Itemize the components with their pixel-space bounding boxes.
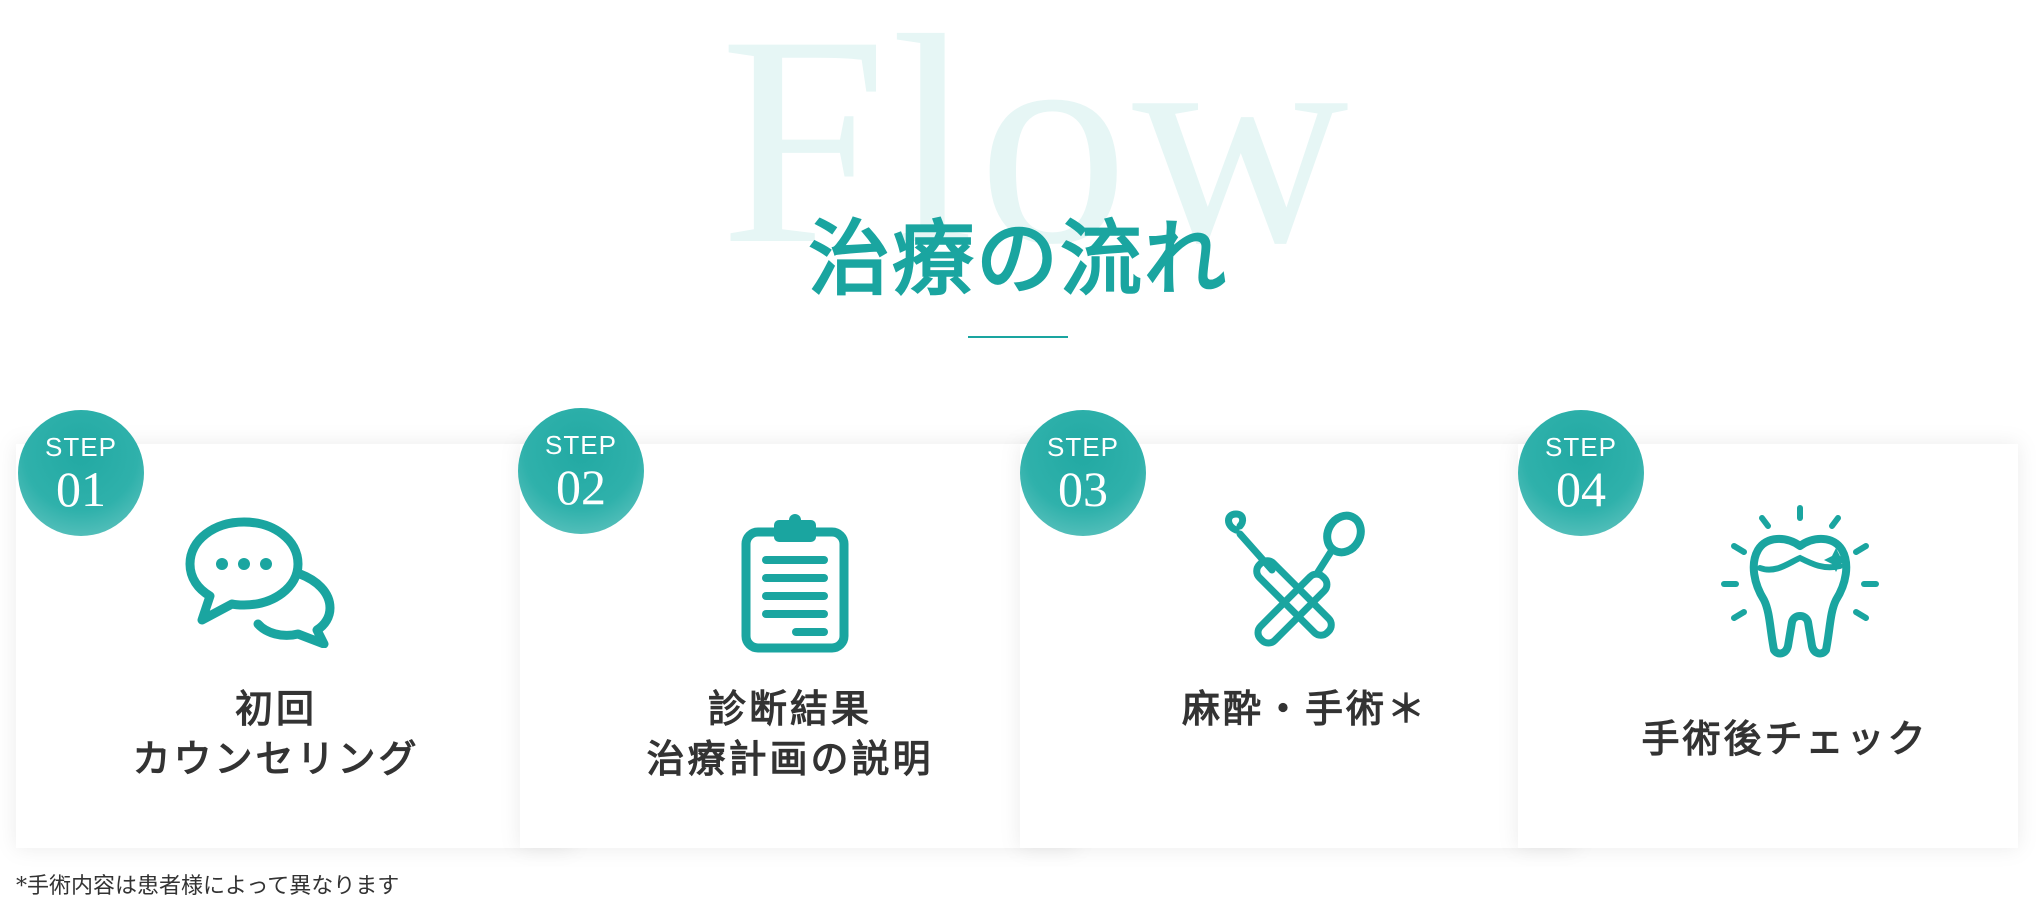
step-badge-3: STEP 03 bbox=[1020, 410, 1146, 536]
step-label-4: 手術後チェック bbox=[1560, 714, 2010, 764]
step-label-3: 麻酔・手術＊ bbox=[1040, 684, 1570, 734]
step-badge-number: 04 bbox=[1556, 461, 1606, 517]
step-badge-label: STEP bbox=[545, 430, 617, 460]
step-badge-4: STEP 04 bbox=[1518, 410, 1644, 536]
step-label-1: 初回 カウンセリング bbox=[16, 684, 536, 784]
footnote: *手術内容は患者様によって異なります bbox=[16, 874, 400, 899]
step-label-2: 診断結果 治療計画の説明 bbox=[540, 684, 1040, 784]
dental-tools-icon bbox=[1222, 510, 1370, 654]
step-badge-1: STEP 01 bbox=[18, 410, 144, 536]
step-label-line: カウンセリング bbox=[132, 736, 420, 781]
step-badge-number: 02 bbox=[556, 459, 606, 515]
step-badge-2: STEP 02 bbox=[518, 408, 644, 534]
step-label-line: 治療計画の説明 bbox=[646, 736, 934, 781]
speech-bubbles-icon bbox=[184, 516, 340, 652]
background-watermark-word: Flow bbox=[720, 0, 1353, 306]
section-title: 治療の流れ bbox=[807, 211, 1228, 307]
step-badge-label: STEP bbox=[1545, 432, 1617, 462]
step-badge-label: STEP bbox=[45, 432, 117, 462]
step-badge-number: 01 bbox=[56, 461, 106, 517]
step-badge-number: 03 bbox=[1058, 461, 1108, 517]
clipboard-icon bbox=[740, 512, 850, 658]
title-divider bbox=[968, 336, 1068, 338]
sparkling-tooth-icon bbox=[1720, 504, 1880, 664]
step-label-line: 麻酔・手術＊ bbox=[1181, 686, 1428, 731]
step-label-line: 手術後チェック bbox=[1641, 716, 1929, 761]
step-badge-label: STEP bbox=[1047, 432, 1119, 462]
step-label-line: 初回 bbox=[234, 686, 317, 731]
step-label-line: 診断結果 bbox=[707, 686, 872, 731]
